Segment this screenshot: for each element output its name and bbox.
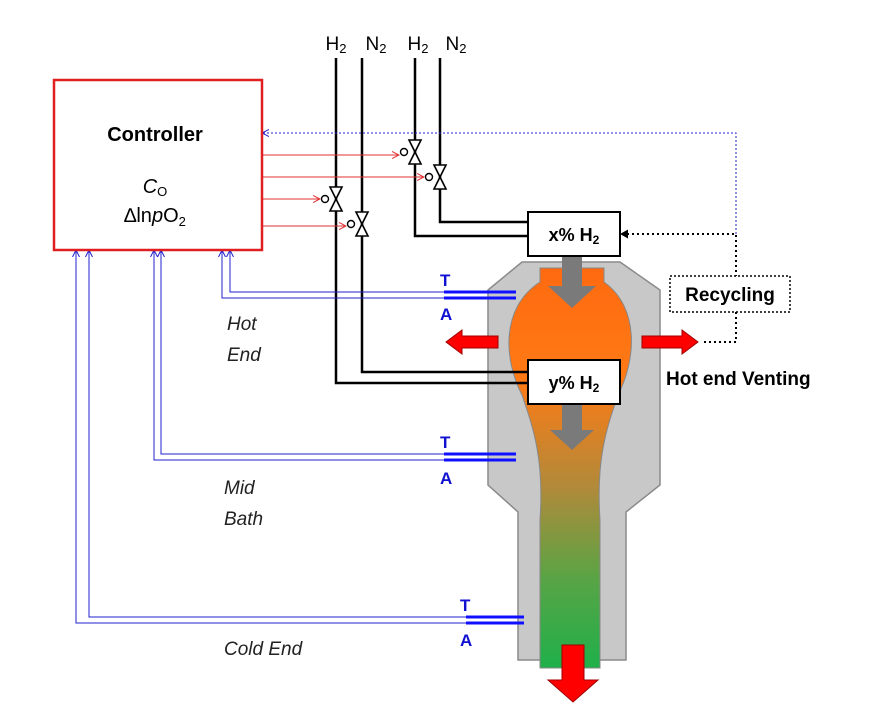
sensor-probe-mid (444, 452, 516, 462)
gas-line-h2-upper (413, 58, 528, 238)
flow-arrow-lower (550, 404, 594, 450)
sensor-a-hot: A (440, 305, 452, 324)
gas-label-n2-lower: N2 (366, 34, 387, 56)
valve-n2-lower[interactable] (346, 211, 370, 237)
feedback-line (262, 133, 737, 234)
valve-h2-lower[interactable] (320, 186, 344, 212)
sensor-t-mid: T (440, 433, 451, 452)
zone-cold: Cold End (224, 639, 304, 660)
zone-hot-line1: Hot (227, 314, 257, 335)
gas-line-n2-lower (360, 58, 528, 374)
controller-box[interactable] (52, 78, 264, 252)
venting-label: Hot end Venting (666, 369, 811, 390)
vent-arrow-left (445, 329, 499, 355)
gas-lines (334, 58, 528, 385)
sensor-line-hot-a (230, 250, 444, 293)
outlet-arrow (546, 644, 600, 703)
recycling-loop (620, 229, 737, 343)
zone-mid-line2: Bath (224, 509, 263, 530)
sensor-t-hot: T (440, 271, 451, 290)
controller-title: Controller (107, 124, 203, 146)
sensor-probe-cold (466, 615, 524, 625)
gas-label-n2-upper: N2 (446, 34, 467, 56)
zone-hot-line2: End (227, 345, 262, 366)
controller-co: CO (143, 176, 168, 199)
injector-upper-box[interactable] (527, 211, 621, 257)
control-signals (262, 155, 424, 226)
sensor-lines (76, 250, 466, 624)
gas-label-h2-lower: H2 (326, 34, 347, 56)
recycling-box[interactable] (669, 275, 791, 313)
gas-label-h2-upper: H2 (408, 34, 429, 56)
valve-h2-upper[interactable] (399, 139, 423, 165)
vent-arrow-right (641, 329, 699, 355)
sensor-t-cold: T (460, 596, 471, 615)
flow-arrow-upper (548, 254, 596, 308)
sensor-a-cold: A (460, 631, 472, 650)
valve-n2-upper[interactable] (424, 164, 448, 190)
sensor-probe-hot (444, 290, 516, 300)
gas-line-h2-lower (334, 58, 528, 385)
injector-lower-box[interactable] (527, 359, 621, 405)
sensor-line-mid-b (154, 250, 444, 461)
gas-line-n2-upper (438, 58, 528, 224)
recycling-label: Recycling (685, 285, 775, 306)
sensor-line-mid-a (161, 250, 444, 455)
injector-lower-label: y% H2 (549, 373, 600, 395)
sensor-line-cold-b (76, 250, 466, 624)
sensor-a-mid: A (440, 469, 452, 488)
sensor-line-cold-a (89, 250, 466, 618)
sensor-line-hot-b (222, 250, 444, 299)
injector-upper-label: x% H2 (549, 225, 600, 247)
controller-delta-lnpo2: ∆lnpO2 (124, 205, 186, 229)
zone-mid-line1: Mid (224, 478, 256, 499)
